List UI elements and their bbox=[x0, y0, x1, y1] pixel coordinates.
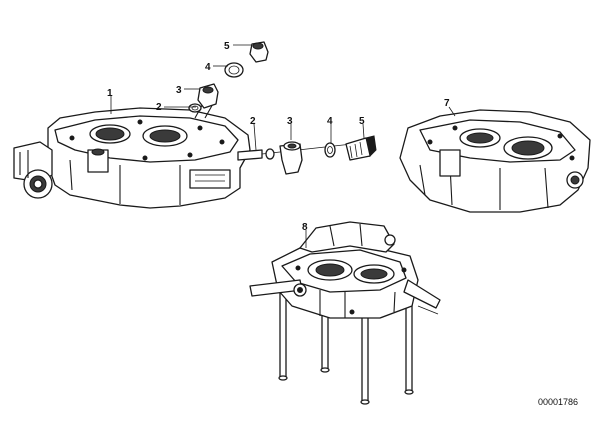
callout-3-upper: 3 bbox=[176, 85, 182, 96]
callout-2-right: 2 bbox=[250, 116, 256, 127]
callout-4-right: 4 bbox=[327, 116, 333, 127]
callout-3-right: 3 bbox=[287, 116, 293, 127]
drawing-code: 00001786 bbox=[538, 397, 578, 407]
carburetor-body-part-1 bbox=[13, 89, 263, 209]
washer-part-4-right bbox=[324, 142, 336, 158]
seal-ring-part-2-upper bbox=[188, 103, 202, 113]
callout-numbers: 1 2 3 4 5 2 3 4 5 7 8 bbox=[107, 41, 450, 233]
callout-1: 1 bbox=[107, 88, 113, 99]
callout-7: 7 bbox=[444, 98, 450, 109]
callout-4-upper: 4 bbox=[205, 62, 211, 73]
seal-ring-part-2-right bbox=[265, 148, 275, 160]
screw-plug-part-5-upper bbox=[249, 41, 269, 63]
t-fitting-part-3-right bbox=[279, 141, 303, 175]
fitting-stack-upper bbox=[188, 41, 269, 113]
throttle-body-part-8 bbox=[249, 221, 441, 405]
callout-5-upper: 5 bbox=[224, 41, 230, 52]
callout-leaders bbox=[110, 44, 456, 248]
threaded-plug-part-5-right bbox=[345, 135, 377, 161]
callout-5-right: 5 bbox=[359, 116, 365, 127]
fitting-stack-horizontal bbox=[261, 135, 377, 175]
carburetor-cover-part-7 bbox=[399, 109, 591, 213]
callout-2-upper: 2 bbox=[156, 102, 162, 113]
fitting-part-3-upper bbox=[197, 83, 219, 109]
washer-part-4-upper bbox=[224, 62, 244, 78]
callout-8: 8 bbox=[302, 222, 308, 233]
